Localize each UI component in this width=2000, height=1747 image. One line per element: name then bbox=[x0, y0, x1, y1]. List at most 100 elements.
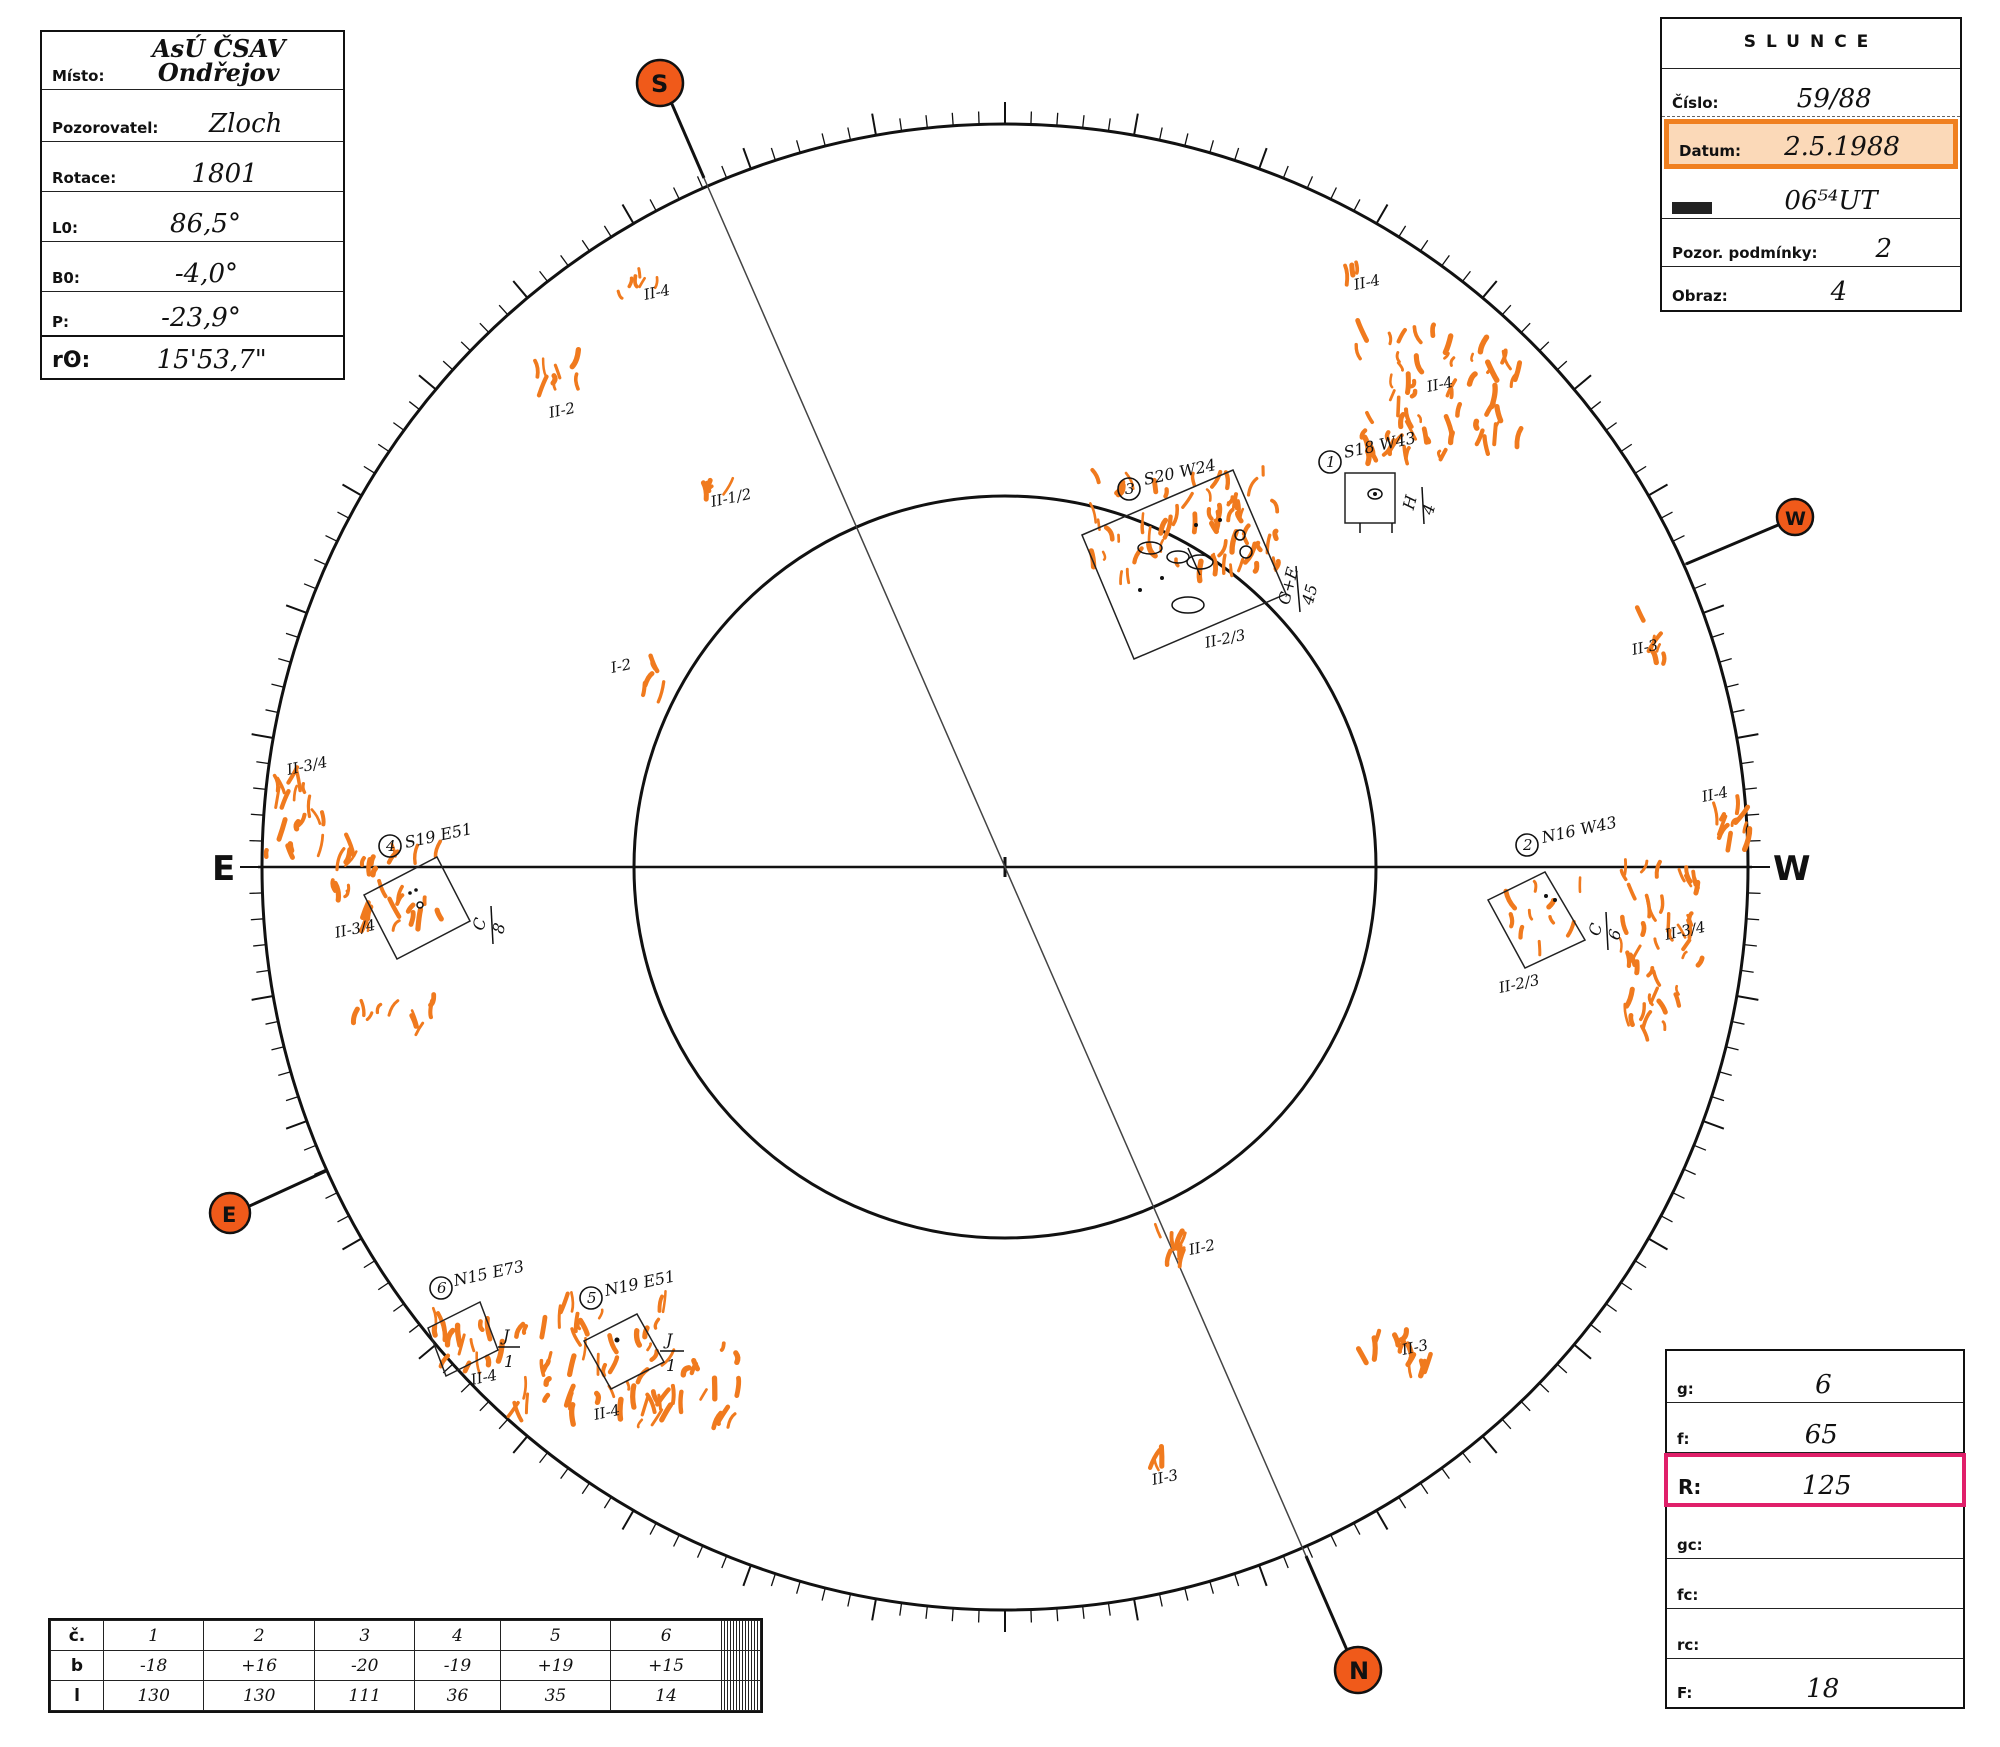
facula-mark bbox=[1389, 373, 1394, 389]
obraz-value: 4 bbox=[1830, 277, 1848, 307]
axis-label-east: E bbox=[212, 849, 235, 889]
group-6-num: 6 bbox=[437, 1279, 447, 1297]
table-row: b -18 +16 -20 -19 +19 +15 bbox=[50, 1650, 762, 1681]
facula-mark bbox=[1223, 470, 1231, 491]
facula-mark bbox=[1226, 507, 1235, 523]
limb-tick bbox=[1590, 1323, 1602, 1333]
facula-mark bbox=[1096, 518, 1101, 532]
facula-mark bbox=[1677, 868, 1686, 883]
facula-mark bbox=[553, 363, 562, 380]
facula-mark bbox=[444, 1327, 456, 1348]
facula-mark bbox=[524, 1392, 530, 1415]
misto-row: Místo: AsÚ ČSAV Ondřejov bbox=[42, 32, 343, 90]
facula-mark bbox=[434, 907, 444, 922]
facula-mark bbox=[1273, 558, 1281, 571]
l0-label: L0: bbox=[52, 219, 78, 237]
facula-mark bbox=[1466, 371, 1478, 387]
facula-mark bbox=[1403, 407, 1414, 429]
limb-tick bbox=[1702, 604, 1725, 614]
facula-mark bbox=[642, 1325, 650, 1340]
r0-value: 15'53,7" bbox=[156, 345, 267, 375]
limb-tick bbox=[539, 1452, 549, 1464]
facula-mark bbox=[649, 1348, 659, 1362]
facula-mark bbox=[1681, 938, 1692, 952]
facula-mark bbox=[1626, 882, 1637, 901]
obraz-label: Obraz: bbox=[1672, 287, 1728, 305]
facula-mark bbox=[617, 1396, 624, 1422]
group-6-box bbox=[427, 1300, 499, 1378]
limb-tick bbox=[696, 1545, 704, 1558]
facula-label-4: I-2 bbox=[608, 655, 633, 677]
limb-tick bbox=[1353, 199, 1361, 212]
slunce-title: SLUNCE bbox=[1743, 31, 1879, 52]
limb-tick bbox=[1056, 1608, 1059, 1622]
facula-mark bbox=[1343, 263, 1350, 287]
facula-mark bbox=[1395, 351, 1401, 364]
gc-label: gc: bbox=[1677, 1536, 1703, 1554]
podminky-value: 2 bbox=[1875, 234, 1893, 264]
b0-label: B0: bbox=[52, 269, 80, 287]
facula-mark bbox=[638, 276, 646, 289]
group-6-coords: N15 E73 bbox=[451, 1256, 526, 1290]
limb-tick bbox=[1501, 304, 1512, 316]
facula-mark bbox=[1639, 1002, 1646, 1022]
limb-tick bbox=[1725, 683, 1739, 688]
facula-mark bbox=[440, 1320, 448, 1343]
facula-mark bbox=[1364, 439, 1376, 458]
facula-mark bbox=[533, 358, 540, 379]
facula-mark bbox=[343, 889, 350, 899]
limb-tick bbox=[285, 1095, 299, 1102]
facula-mark bbox=[391, 919, 401, 932]
facula-mark bbox=[395, 893, 405, 906]
limb-tick bbox=[1419, 1482, 1429, 1495]
limb-tick bbox=[341, 1237, 363, 1251]
facula-mark bbox=[653, 275, 659, 290]
group-3-circle bbox=[1117, 477, 1141, 501]
facula-label-7: II-4 bbox=[468, 1366, 499, 1389]
limb-tick bbox=[1740, 761, 1754, 765]
limb-tick bbox=[250, 813, 264, 816]
facula-mark bbox=[279, 789, 291, 810]
limb-tick bbox=[1573, 374, 1592, 391]
facula-mark bbox=[633, 1328, 643, 1348]
facula-mark bbox=[1470, 352, 1474, 362]
facula-mark bbox=[287, 841, 295, 854]
facula-mark bbox=[1231, 497, 1237, 509]
facula-mark bbox=[570, 1291, 575, 1313]
facula-mark bbox=[1412, 325, 1423, 345]
limb-tick bbox=[250, 918, 264, 921]
limb-tick bbox=[303, 583, 317, 590]
limb-tick bbox=[742, 147, 752, 170]
b-cell-2: +16 bbox=[203, 1650, 316, 1681]
facula-mark bbox=[1398, 412, 1406, 430]
facula-mark bbox=[536, 374, 549, 398]
facula-mark bbox=[1695, 955, 1705, 968]
compass-e-marker: E bbox=[208, 1191, 252, 1235]
facula-mark bbox=[438, 1353, 451, 1369]
facula-mark bbox=[1719, 812, 1727, 822]
limb-tick bbox=[1398, 225, 1407, 238]
facula-mark bbox=[1518, 924, 1525, 940]
facula-mark bbox=[1623, 1002, 1630, 1027]
r-row: R: 125 bbox=[1664, 1453, 1966, 1507]
facula-mark bbox=[1482, 434, 1491, 457]
facula-mark bbox=[1418, 1358, 1428, 1379]
svg-text:W: W bbox=[1785, 508, 1806, 530]
facula-mark bbox=[344, 832, 356, 858]
facula-mark bbox=[1173, 1228, 1185, 1250]
limb-tick bbox=[1736, 733, 1759, 739]
facula-mark bbox=[316, 833, 325, 858]
misto-value: AsÚ ČSAV Ondřejov bbox=[152, 34, 286, 87]
facula-mark bbox=[1655, 643, 1661, 653]
facula-mark bbox=[1387, 331, 1393, 346]
facula-mark bbox=[350, 1006, 360, 1026]
facula-mark bbox=[1527, 908, 1534, 921]
gc-row: gc: bbox=[1667, 1507, 1963, 1559]
limb-tick bbox=[418, 1343, 437, 1360]
g-value: 6 bbox=[1815, 1370, 1832, 1400]
limb-tick bbox=[1683, 1168, 1696, 1176]
facula-mark bbox=[1177, 1248, 1186, 1269]
facula-mark bbox=[700, 480, 709, 502]
limb-tick bbox=[251, 995, 274, 1001]
